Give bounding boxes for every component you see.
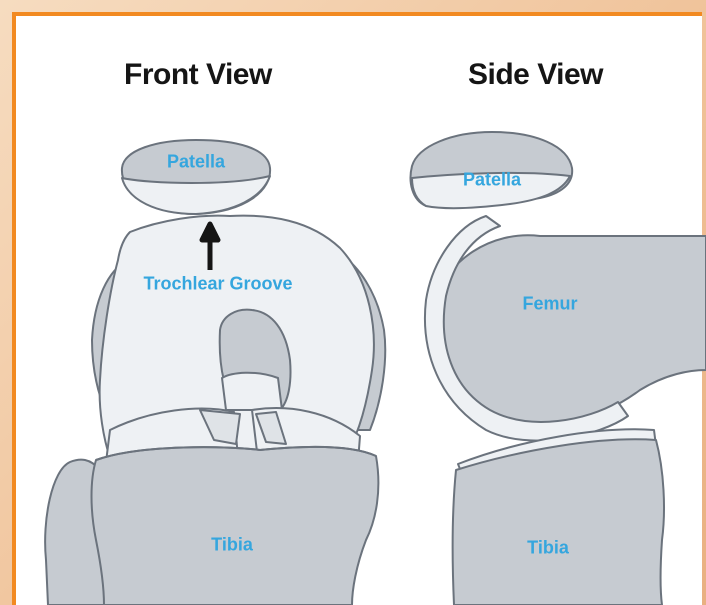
- side-tibia-shape: [453, 439, 664, 605]
- front-tibia-shape: [92, 447, 379, 605]
- side-view-group: [411, 132, 706, 605]
- front-patella-label: Patella: [167, 152, 225, 173]
- side-view-title: Side View: [468, 58, 603, 92]
- front-trochlear-groove-label: Trochlear Groove: [143, 274, 292, 295]
- front-view-title: Front View: [124, 58, 272, 92]
- front-notch-inner: [222, 373, 282, 410]
- side-patella-label: Patella: [463, 170, 521, 191]
- side-tibia-label: Tibia: [527, 538, 569, 559]
- front-tibia-label: Tibia: [211, 535, 253, 556]
- side-femur-label: Femur: [522, 294, 577, 315]
